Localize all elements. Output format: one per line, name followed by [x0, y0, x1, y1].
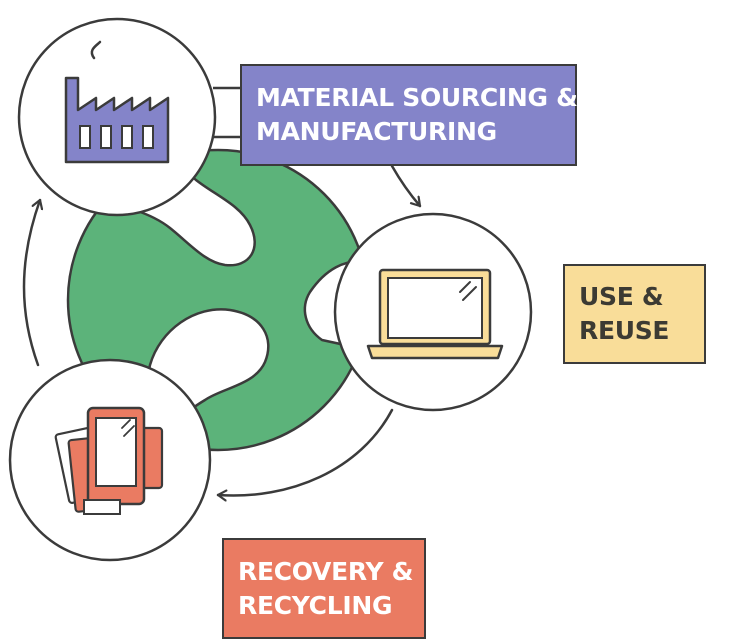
manufacturing-label-line2: MANUFACTURING — [256, 117, 497, 146]
recovery-label-line2: RECYCLING — [238, 590, 393, 620]
recovery-stage-circle — [8, 358, 212, 562]
factory-icon — [64, 40, 170, 164]
smartphones-icon — [54, 406, 164, 515]
recovery-label-line1: RECOVERY & — [238, 556, 414, 586]
recovery-stage-label: RECOVERY & RECYCLING — [222, 538, 426, 639]
use-label-line1: USE & — [579, 282, 664, 311]
use-stage-label: USE & REUSE — [563, 264, 706, 364]
cycle-arrow-to-manufacturing — [22, 198, 40, 367]
cycle-arrow-to-use — [390, 164, 422, 208]
use-label-line2: REUSE — [579, 316, 670, 345]
cycle-arrow-to-recovery — [216, 408, 394, 496]
use-stage-circle — [333, 212, 533, 412]
manufacturing-stage-label: MATERIAL SOURCING & MANUFACTURING — [240, 64, 578, 166]
manufacturing-label-line1: MATERIAL SOURCING & — [256, 83, 578, 112]
laptop-icon — [366, 268, 504, 360]
manufacturing-stage-circle — [17, 17, 217, 217]
